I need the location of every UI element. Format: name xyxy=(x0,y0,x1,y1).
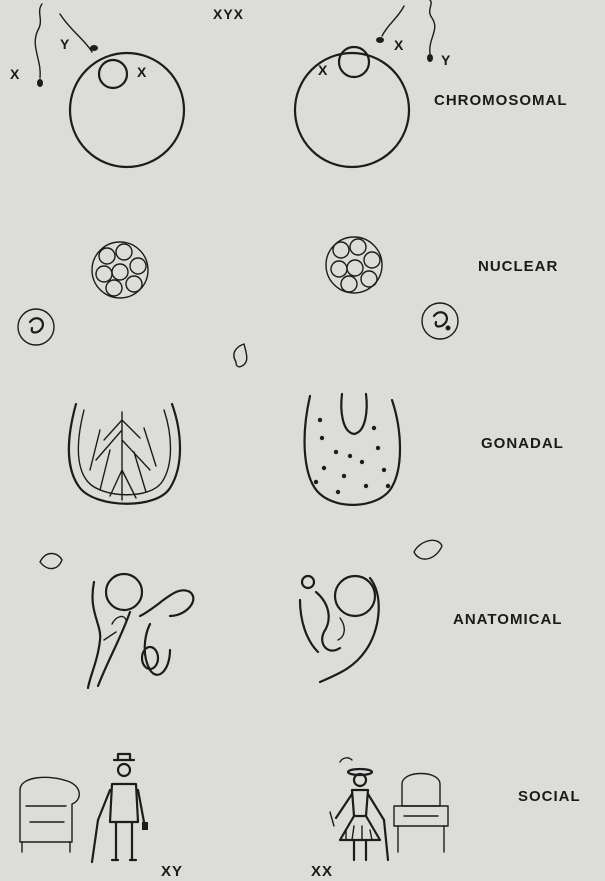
female-anatomy-drawing xyxy=(300,540,442,682)
ovary-drawing xyxy=(305,394,400,505)
testis-drawing xyxy=(69,404,180,504)
male-sperm-y-label: Y xyxy=(60,36,70,52)
bottom-label-female: XX xyxy=(311,863,333,880)
male-sperm-x-label: X xyxy=(10,66,20,82)
female-nuclear-cells xyxy=(326,237,458,339)
top-chromosome-label: XYX xyxy=(213,6,244,22)
row-label-gonadal: GONADAL xyxy=(481,435,564,452)
bottom-label-male: XY xyxy=(161,863,183,880)
row-label-social: SOCIAL xyxy=(518,788,581,805)
female-sperm-x-label: X xyxy=(394,37,404,53)
row-label-chromosomal: CHROMOSOMAL xyxy=(434,92,568,109)
male-anatomy-drawing xyxy=(40,554,193,689)
female-social-drawing xyxy=(330,758,448,860)
female-egg-x-label: X xyxy=(318,62,328,78)
male-social-drawing xyxy=(20,754,148,862)
female-egg-with-sperm xyxy=(295,0,435,167)
male-nuclear-cells xyxy=(18,242,247,367)
female-sperm-y-label: Y xyxy=(441,52,451,68)
male-egg-with-sperm xyxy=(35,4,184,167)
row-label-nuclear: NUCLEAR xyxy=(478,258,558,275)
male-egg-x-label: X xyxy=(137,64,147,80)
row-label-anatomical: ANATOMICAL xyxy=(453,611,562,628)
